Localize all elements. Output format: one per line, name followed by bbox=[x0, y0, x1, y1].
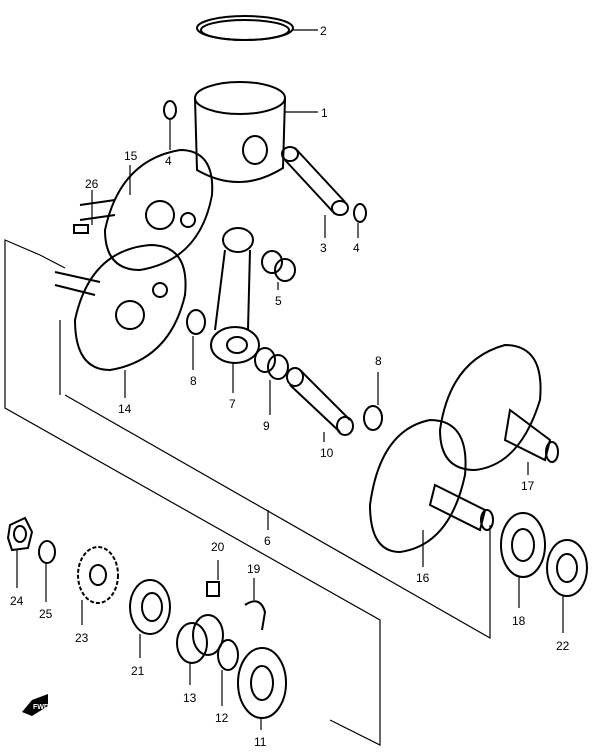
crank-half-left bbox=[368, 418, 494, 567]
assembly-bracket bbox=[4, 239, 491, 746]
callout-11: 14 bbox=[118, 402, 132, 416]
callout-23: 23 bbox=[75, 631, 89, 645]
callout-3: 3 bbox=[320, 241, 327, 255]
callout-25: 25 bbox=[39, 607, 53, 621]
thrust-washer bbox=[363, 405, 383, 431]
callout-4: 4 bbox=[165, 154, 172, 168]
callout-1: 1 bbox=[321, 106, 328, 120]
callout-14: 17 bbox=[521, 479, 535, 493]
callout-16: 11 bbox=[254, 735, 267, 749]
needle-bearing bbox=[254, 347, 289, 415]
crank-seal bbox=[129, 579, 171, 658]
callout-7: 7 bbox=[229, 397, 236, 411]
lock-washer bbox=[38, 540, 56, 564]
callout-24: 24 bbox=[10, 594, 24, 608]
callout-21: 21 bbox=[131, 664, 145, 678]
crank-web-upper bbox=[73, 148, 214, 272]
o-ring bbox=[217, 639, 239, 671]
oil-seal bbox=[546, 539, 588, 633]
thrust-washer bbox=[186, 309, 206, 335]
callout-2: 2 bbox=[320, 24, 327, 38]
callout-26: 26 bbox=[85, 177, 99, 191]
crank-web-lower bbox=[54, 243, 187, 398]
callout-15: 18 bbox=[512, 614, 526, 628]
circlip bbox=[353, 203, 367, 223]
spacer bbox=[176, 614, 224, 685]
piston bbox=[194, 81, 318, 183]
callout-19: 12 bbox=[215, 711, 229, 725]
callout-12: 15 bbox=[124, 149, 138, 163]
callout-13: 16 bbox=[416, 571, 430, 585]
callout-10: 9 bbox=[263, 419, 270, 433]
retainer-plate bbox=[244, 578, 267, 631]
callout-8: 8 bbox=[190, 374, 197, 388]
callout-22: 22 bbox=[556, 639, 570, 653]
callout-18: 20 bbox=[211, 540, 225, 554]
forward-arrow-icon: FWD bbox=[22, 694, 49, 716]
needle-bearing bbox=[261, 250, 296, 290]
nut bbox=[6, 516, 34, 588]
callout-8b: 8 bbox=[375, 354, 382, 368]
crank-half-right bbox=[438, 343, 559, 475]
piston-pin bbox=[281, 146, 349, 238]
connecting-rod bbox=[210, 227, 260, 393]
callout-9: 10 bbox=[320, 446, 334, 460]
ball-bearing bbox=[237, 647, 287, 730]
callout-labels: 2 1 4 15 26 3 4 5 8 8 7 14 9 10 17 6 20 … bbox=[10, 24, 570, 749]
primary-gear bbox=[77, 546, 119, 625]
fwd-label: FWD bbox=[33, 704, 49, 711]
callout-5: 5 bbox=[275, 294, 282, 308]
piston-ring bbox=[196, 15, 318, 41]
callout-4b: 4 bbox=[353, 241, 360, 255]
bolt bbox=[206, 560, 220, 597]
circlip bbox=[163, 100, 177, 120]
callout-20: 13 bbox=[183, 691, 197, 705]
crank-pin bbox=[286, 367, 354, 442]
main-bearing bbox=[500, 512, 546, 608]
callout-17: 19 bbox=[247, 562, 261, 576]
callout-6: 6 bbox=[264, 534, 271, 548]
